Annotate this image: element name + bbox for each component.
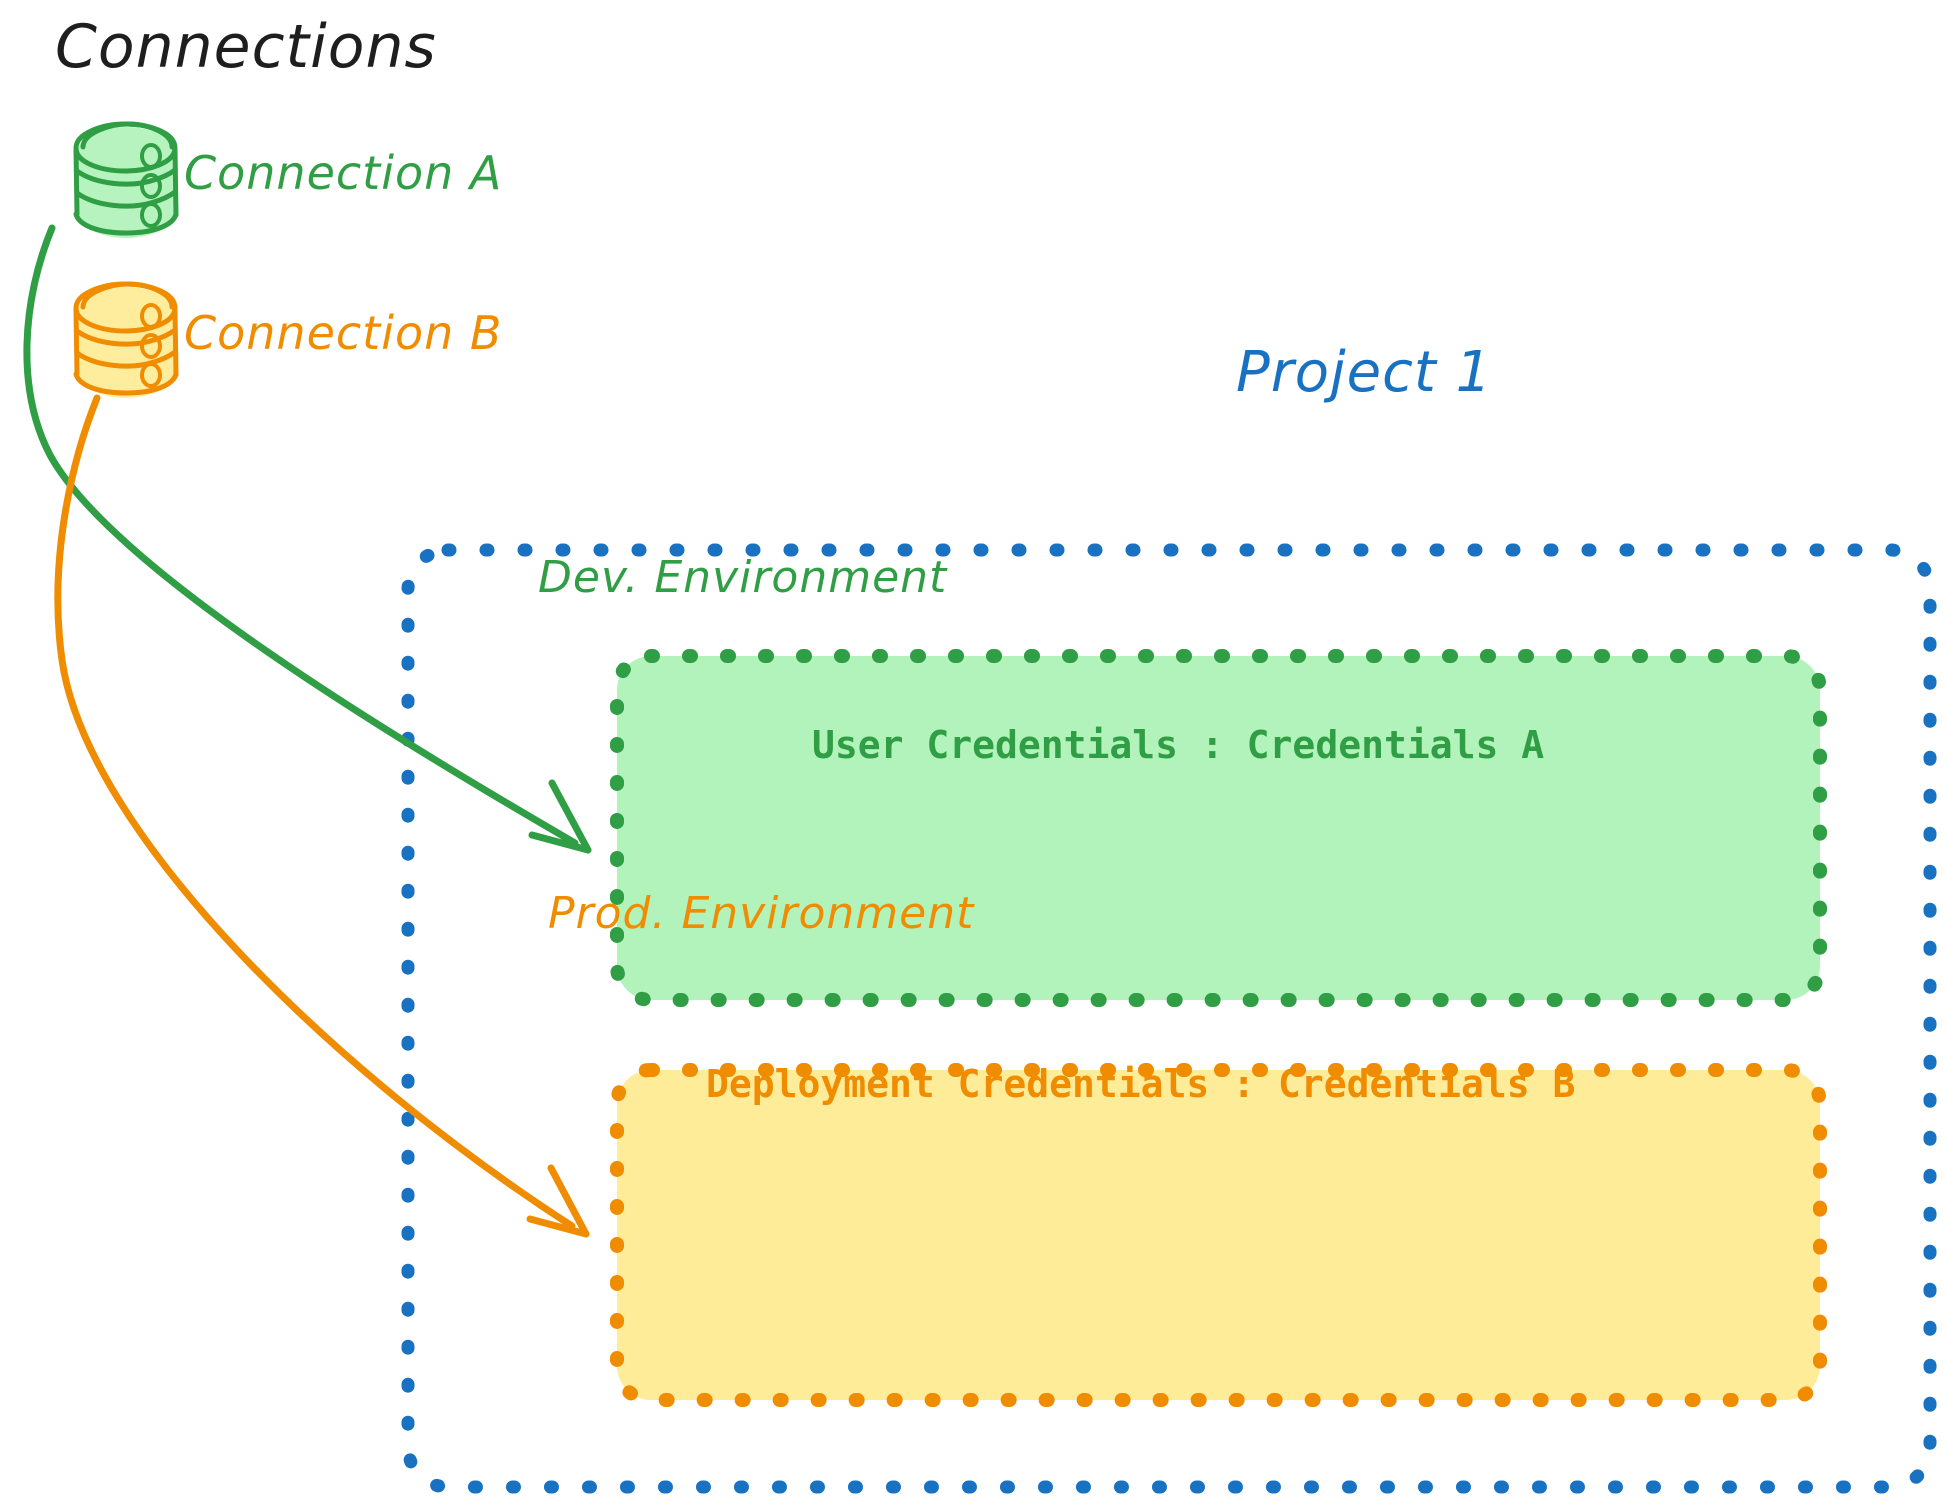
db-b-bottom-arc — [73, 371, 179, 396]
arrow-connection-a-to-dev — [23, 224, 592, 854]
db-b-right-side — [172, 306, 179, 378]
page-title: Connections — [55, 12, 437, 82]
db-a-light-3 — [140, 202, 162, 228]
arrow-connection-b-to-prod — [54, 394, 590, 1238]
arrow-a-path — [23, 224, 579, 847]
project-dotted-border — [401, 543, 1937, 1494]
prod-environment-credentials: Deployment Credentials : Credentials B — [706, 1062, 1576, 1106]
arrow-b-path — [54, 394, 576, 1230]
db-b-light-2 — [140, 333, 162, 359]
db-b-light-3 — [140, 362, 162, 388]
database-cylinder-icon[interactable] — [73, 121, 179, 238]
db-b-left-side — [73, 307, 80, 377]
dev-environment-box[interactable] — [610, 649, 1827, 1007]
prod-environment-fill — [617, 1070, 1820, 1400]
db-a-divider-1 — [74, 167, 178, 187]
db-b-divider-1 — [74, 327, 178, 347]
arrow-a-head-1 — [548, 779, 592, 854]
dev-environment-credentials: User Credentials : Credentials A — [812, 723, 1545, 767]
db-a-divider-2 — [74, 189, 178, 209]
arrow-b-head-2 — [526, 1215, 590, 1238]
connection-b-label[interactable]: Connection B — [184, 306, 503, 360]
database-cylinder-icon[interactable] — [73, 281, 179, 398]
project-title: Project 1 — [1236, 340, 1493, 405]
db-a-light-2 — [140, 173, 162, 199]
prod-environment-title: Prod. Environment — [548, 888, 975, 939]
project-container[interactable] — [401, 543, 1937, 1494]
db-a-right-side — [172, 146, 179, 218]
dev-environment-title: Dev. Environment — [538, 552, 948, 603]
db-b-divider-2 — [74, 349, 178, 369]
prod-environment-box[interactable] — [610, 1063, 1827, 1407]
dev-environment-dotted-border — [610, 649, 1827, 1007]
connection-a-label[interactable]: Connection A — [184, 146, 503, 200]
arrow-a-head-2 — [528, 831, 592, 854]
db-a-light-1 — [140, 143, 162, 169]
db-a-left-side — [73, 147, 80, 217]
db-b-light-1 — [140, 303, 162, 329]
prod-environment-dotted-border — [610, 1063, 1827, 1407]
db-a-bottom-arc — [73, 211, 179, 236]
dev-environment-fill — [617, 656, 1820, 1000]
arrow-b-head-1 — [547, 1164, 590, 1238]
